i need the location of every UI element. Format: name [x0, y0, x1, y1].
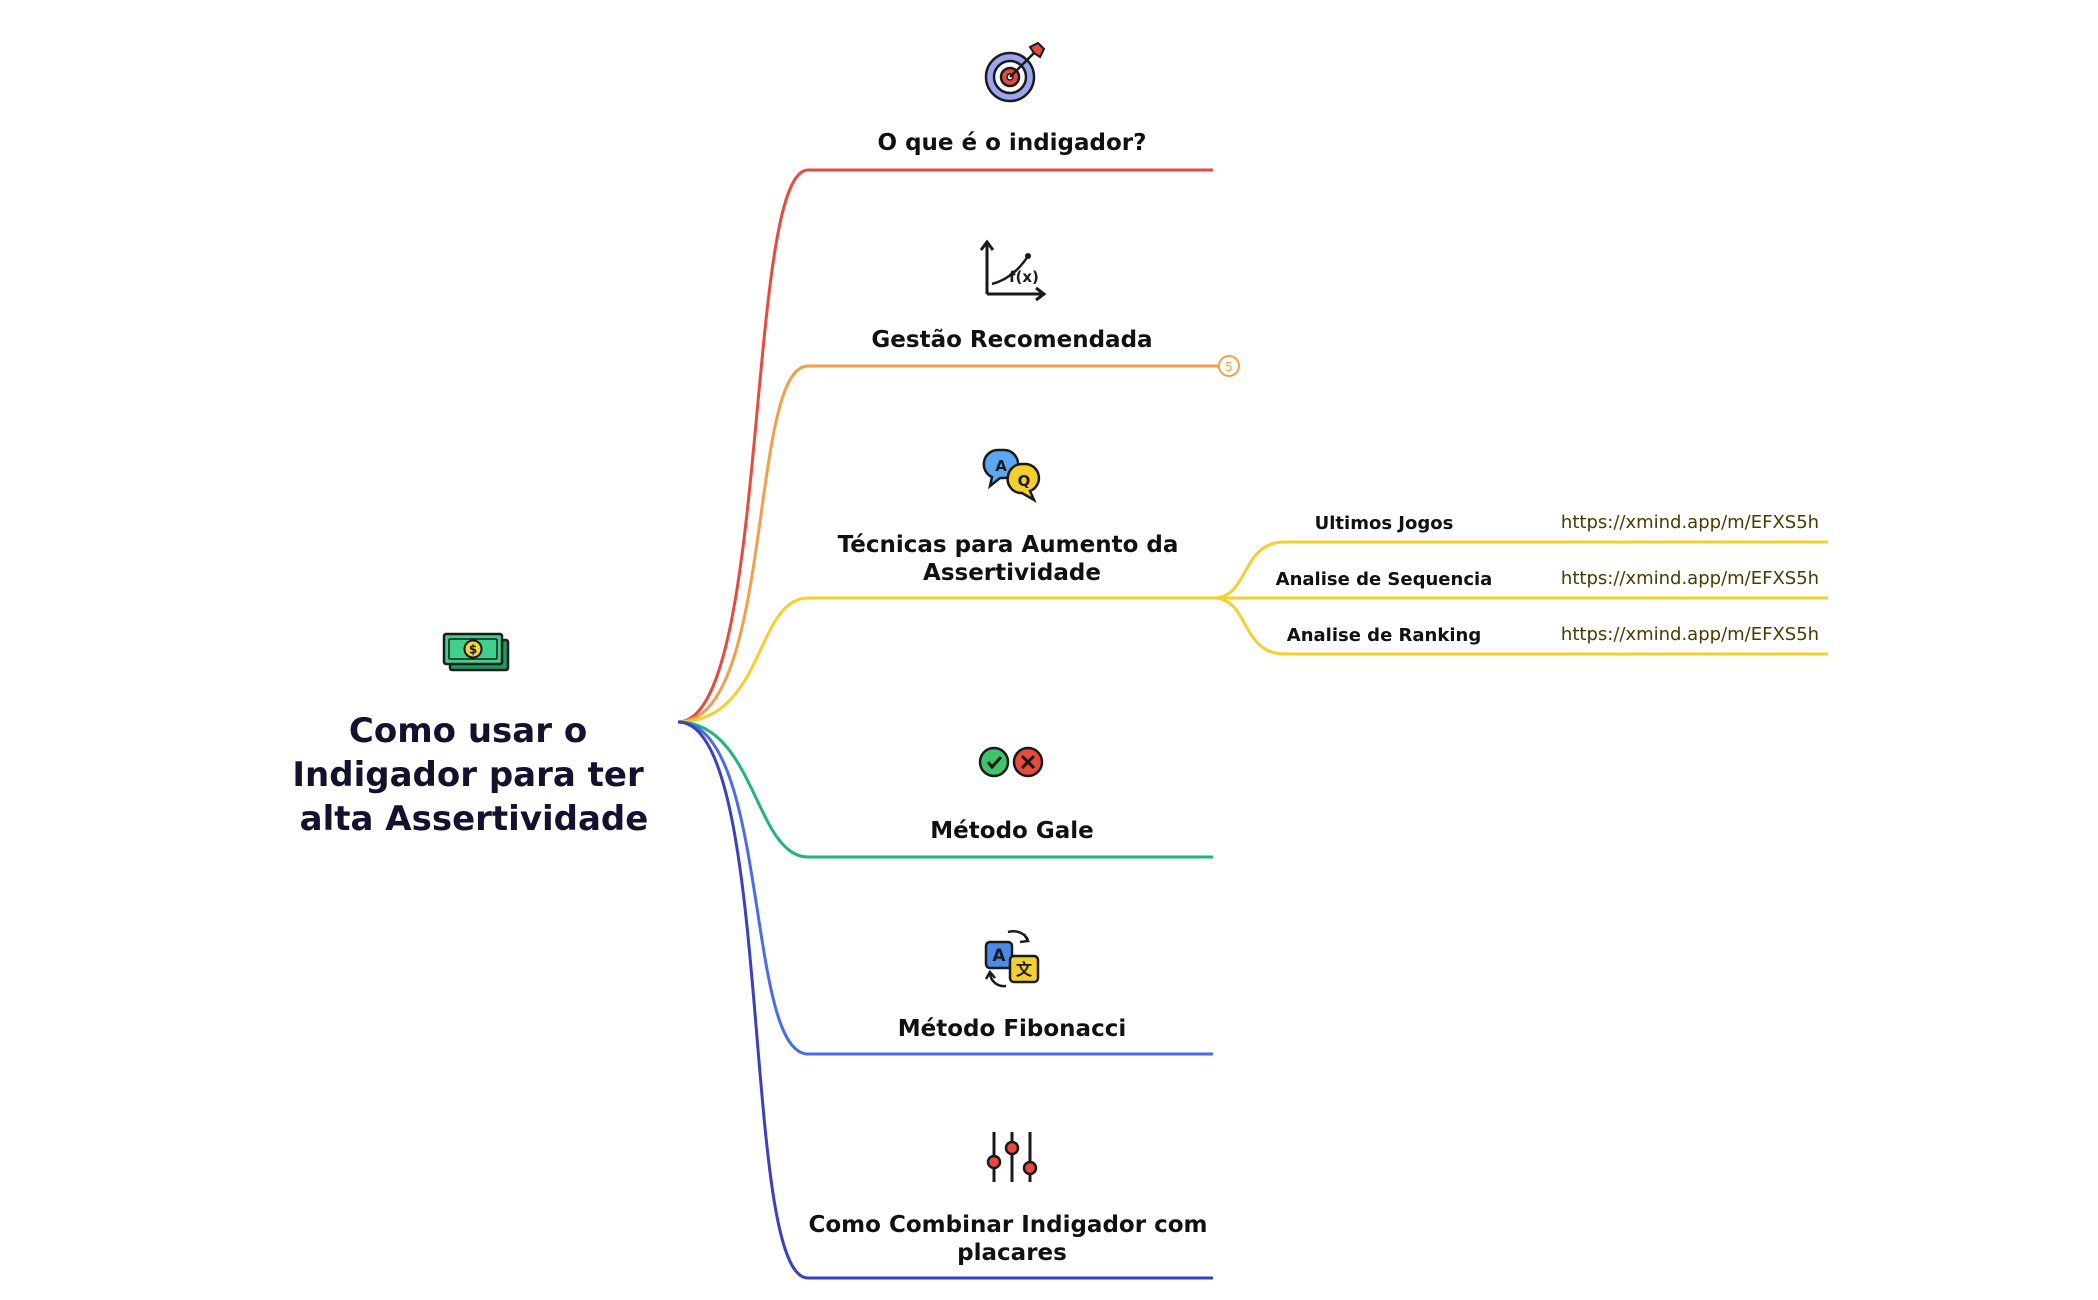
- topic-gestao[interactable]: f(x) Gestão Recomendada 5: [871, 239, 1240, 377]
- svg-text:A: A: [995, 457, 1007, 475]
- subtopic-label: Analise de Sequencia: [1276, 569, 1493, 590]
- connector-child-ranking: [1212, 596, 1828, 656]
- connector-child-ultimos: [1212, 540, 1828, 600]
- topic-tecnicas[interactable]: A Q Técnicas para Aumento da Assertivida…: [838, 448, 1187, 586]
- svg-text:Gestão Recomendada: Gestão Recomendada: [871, 327, 1152, 353]
- qa-chat-icon: A Q: [982, 448, 1041, 504]
- check-cross-icon: [978, 746, 1044, 778]
- central-title-line-1: Como usar o: [349, 711, 587, 751]
- topic-fibonacci[interactable]: A 文 Método Fibonacci: [898, 930, 1126, 1042]
- topic-gale-label: Método Gale: [930, 818, 1093, 844]
- subtopic-analise-ranking[interactable]: Analise de Ranking https://xmind.app/m/E…: [1287, 624, 1819, 646]
- topic-tecnicas-label-line-2: Assertividade: [923, 560, 1101, 586]
- topic-tecnicas-label-line-1: Técnicas para Aumento da: [838, 532, 1179, 558]
- subtopic-link[interactable]: https://xmind.app/m/EFXS5h: [1561, 568, 1819, 589]
- svg-text:f(x): f(x): [1009, 268, 1039, 286]
- topic-combinar-label-line-1: Como Combinar Indigador com: [809, 1212, 1208, 1238]
- svg-text:Q: Q: [1018, 472, 1031, 490]
- svg-text:Método Fibonacci: Método Fibonacci: [898, 1016, 1126, 1042]
- central-topic[interactable]: $ Como usar o Indigador para ter alta As…: [292, 632, 655, 839]
- branch-connectors: [677, 168, 1218, 1280]
- topic-gale[interactable]: Método Gale: [930, 746, 1094, 844]
- svg-text:$: $: [469, 643, 477, 657]
- svg-text:Analise de Ranking: Analise de Ranking: [1287, 625, 1481, 646]
- topic-combinar-label-line-2: placares: [957, 1240, 1067, 1266]
- svg-text:Como usar o Indigador pa: Como usar o Indigador para ter alta Asse…: [292, 711, 655, 839]
- svg-text:https://xmind.app/m/EFXS5h: https://xmind.app/m/EFXS5h: [1561, 512, 1819, 533]
- svg-text:Analise de Sequencia: Analise de Sequencia: [1276, 569, 1493, 590]
- connector-indicador: [677, 168, 1213, 724]
- connector-gale: [677, 720, 1213, 859]
- function-graph-icon: f(x): [979, 239, 1047, 302]
- connector-combinar: [677, 720, 1213, 1280]
- money-icon: $: [442, 632, 510, 672]
- svg-text:Método Gale: Método Gale: [930, 818, 1093, 844]
- topic-fibonacci-label: Método Fibonacci: [898, 1016, 1126, 1042]
- svg-text:Ultimos Jogos: Ultimos Jogos: [1315, 513, 1454, 534]
- topic-indicador-label: O que é o indigador?: [878, 130, 1147, 156]
- topic-gestao-label: Gestão Recomendada: [871, 327, 1152, 353]
- central-title-line-2: Indigador para ter: [292, 755, 644, 795]
- connector-gestao: [677, 364, 1218, 724]
- svg-text:A: A: [992, 946, 1006, 966]
- topic-indicador[interactable]: O que é o indigador?: [878, 41, 1147, 156]
- subbranch-connectors: [1212, 540, 1828, 656]
- svg-text:Como Combinar Indigador com: Como Combinar Indigador com placares: [809, 1212, 1216, 1266]
- sliders-icon: [986, 1132, 1038, 1182]
- svg-text:https://xmind.app/m/EFXS5h: https://xmind.app/m/EFXS5h: [1561, 568, 1819, 589]
- svg-text:https://xmind.app/m/EFXS5h: https://xmind.app/m/EFXS5h: [1561, 624, 1819, 645]
- svg-text:文: 文: [1016, 960, 1033, 979]
- svg-text:Técnicas para Aumento da: Técnicas para Aumento da Assertividade: [838, 532, 1187, 586]
- translate-icon: A 文: [984, 930, 1040, 988]
- subtopic-link[interactable]: https://xmind.app/m/EFXS5h: [1561, 624, 1819, 645]
- topic-combinar[interactable]: Como Combinar Indigador com placares: [809, 1132, 1216, 1266]
- collapsed-count-badge[interactable]: 5: [1218, 355, 1240, 377]
- subtopic-link[interactable]: https://xmind.app/m/EFXS5h: [1561, 512, 1819, 533]
- target-icon: [984, 41, 1046, 103]
- subtopic-ultimos-jogos[interactable]: Ultimos Jogos https://xmind.app/m/EFXS5h: [1315, 512, 1819, 534]
- svg-text:O que é o indigador?: O que é o indigador?: [878, 130, 1147, 156]
- collapsed-count: 5: [1225, 360, 1233, 374]
- subtopic-label: Ultimos Jogos: [1315, 513, 1454, 534]
- subtopic-analise-sequencia[interactable]: Analise de Sequencia https://xmind.app/m…: [1276, 568, 1819, 590]
- connector-tecnicas: [677, 596, 1213, 724]
- connector-fibonacci: [677, 720, 1213, 1056]
- subtopic-label: Analise de Ranking: [1287, 625, 1481, 646]
- central-title-line-3: alta Assertividade: [300, 799, 649, 839]
